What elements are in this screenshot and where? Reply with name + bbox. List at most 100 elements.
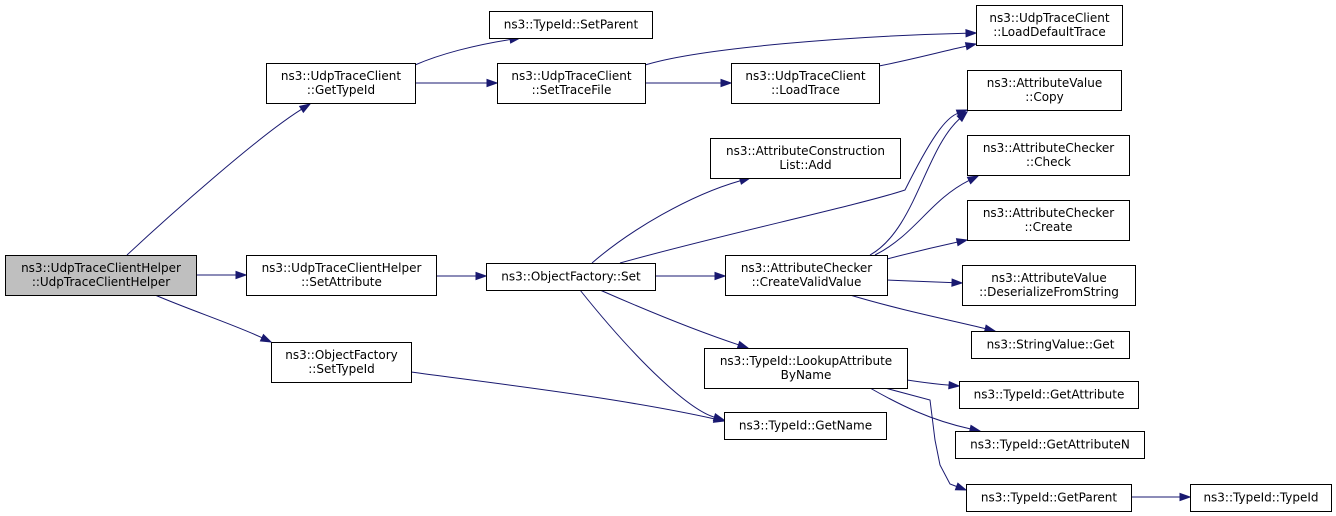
edge-of_set-to-acl_add: [591, 176, 752, 264]
edge-root-to-utch_setattr: [195, 270, 248, 280]
node-label: ns3::UdpTraceClient: [511, 69, 631, 83]
edge-line: [886, 241, 958, 260]
arrowhead-icon: [951, 278, 964, 287]
edge-of_set-to-av_copy: [619, 109, 969, 264]
edge-line: [906, 379, 950, 386]
arrowhead-icon: [736, 340, 750, 349]
node-label: ::CreateValidValue: [752, 275, 862, 289]
node-label: ::UdpTraceClientHelper: [32, 275, 170, 289]
node-label: ::Check: [1026, 155, 1071, 169]
arrowhead-icon: [235, 270, 248, 280]
edge-of_settypeid-to-tid_getname: [410, 371, 726, 423]
node-label: ::SetAttribute: [301, 275, 382, 289]
edge-tid_lookupattr-to-tid_getattr: [906, 379, 961, 390]
node-box: [725, 255, 888, 296]
edge-ac_createvalid-to-av_copy: [869, 110, 969, 256]
node-utc_loadtrace[interactable]: ns3::UdpTraceClient::LoadTrace: [731, 63, 880, 104]
node-tid_getname[interactable]: ns3::TypeId::GetName: [724, 412, 887, 440]
node-label: ::LoadDefaultTrace: [993, 25, 1106, 39]
node-of_settypeid[interactable]: ns3::ObjectFactory::SetTypeId: [271, 342, 412, 383]
node-tid_setparent[interactable]: ns3::TypeId::SetParent: [489, 11, 653, 39]
node-box: [1190, 484, 1332, 512]
edge-utc_gettypeid-to-utc_settracefile: [415, 78, 499, 88]
node-label: ns3::ObjectFactory: [285, 348, 398, 362]
node-box: [704, 348, 908, 389]
edge-line: [591, 180, 741, 264]
node-label: ns3::UdpTraceClientHelper: [21, 261, 181, 275]
node-box: [266, 63, 416, 104]
nodes-layer: ns3::UdpTraceClientHelper::UdpTraceClien…: [5, 5, 1332, 512]
node-ac_createvalid[interactable]: ns3::AttributeChecker::CreateValidValue: [725, 255, 888, 296]
node-label: ns3::AttributeValue: [991, 271, 1107, 285]
edge-line: [579, 289, 715, 418]
edge-line: [869, 387, 971, 430]
node-of_set[interactable]: ns3::ObjectFactory::Set: [486, 263, 656, 291]
node-label: ::Create: [1025, 220, 1073, 234]
node-av_deserialize[interactable]: ns3::AttributeValue::DeserializeFromStri…: [962, 265, 1136, 306]
node-box: [489, 11, 653, 39]
node-box: [976, 5, 1123, 46]
node-tid_getattr[interactable]: ns3::TypeId::GetAttribute: [959, 381, 1139, 409]
node-ac_check[interactable]: ns3::AttributeChecker::Check: [967, 135, 1130, 176]
edge-ac_createvalid-to-ac_check: [874, 175, 980, 256]
node-tid_getattrn[interactable]: ns3::TypeId::GetAttributeN: [955, 431, 1145, 459]
node-label: ::SetTypeId: [308, 362, 375, 376]
arrowhead-icon: [955, 238, 969, 247]
edge-utc_gettypeid-to-tid_setparent: [414, 35, 522, 66]
arrowhead-icon: [956, 110, 969, 123]
edge-line: [599, 289, 739, 346]
edge-root-to-of_settypeid: [154, 294, 273, 343]
edge-ac_createvalid-to-ac_create: [886, 238, 969, 260]
node-box: [486, 263, 656, 291]
node-label: ns3::AttributeConstruction: [726, 144, 885, 158]
node-box: [971, 331, 1130, 359]
node-utc_settracefile[interactable]: ns3::UdpTraceClient::SetTraceFile: [497, 63, 646, 104]
node-ac_create[interactable]: ns3::AttributeChecker::Create: [967, 200, 1130, 241]
node-tid_getparent[interactable]: ns3::TypeId::GetParent: [966, 484, 1132, 512]
edge-utc_loadtrace-to-utc_loaddefaulttrace: [878, 42, 978, 67]
node-label: List::Add: [779, 158, 831, 172]
node-av_copy[interactable]: ns3::AttributeValue::Copy: [967, 70, 1122, 111]
arrowhead-icon: [720, 78, 733, 88]
edge-line: [869, 118, 960, 256]
node-utch_setattr[interactable]: ns3::UdpTraceClientHelper::SetAttribute: [246, 255, 437, 296]
node-box: [5, 255, 197, 296]
edge-line: [878, 45, 967, 67]
arrowhead-icon: [712, 414, 726, 423]
node-tid_typeid[interactable]: ns3::TypeId::TypeId: [1190, 484, 1332, 512]
edge-line: [126, 108, 302, 256]
node-utc_loaddefaulttrace[interactable]: ns3::UdpTraceClient::LoadDefaultTrace: [976, 5, 1123, 46]
edge-utc_settracefile-to-utc_loadtrace: [645, 78, 733, 88]
node-label: ns3::TypeId::TypeId: [1203, 491, 1318, 505]
edge-tid_getparent-to-tid_typeid: [1131, 492, 1192, 502]
edge-line: [849, 294, 986, 330]
node-label: ::LoadTrace: [771, 83, 840, 97]
node-box: [967, 200, 1130, 241]
node-box: [246, 255, 437, 296]
node-sv_get[interactable]: ns3::StringValue::Get: [971, 331, 1130, 359]
node-root: ns3::UdpTraceClientHelper::UdpTraceClien…: [5, 255, 197, 296]
edge-tid_lookupattr-to-tid_getparent: [884, 387, 968, 491]
node-label: ByName: [781, 368, 832, 382]
edge-line: [414, 39, 511, 66]
edge-line: [619, 112, 958, 264]
node-box: [731, 63, 880, 104]
edge-of_set-to-ac_createvalid: [655, 271, 727, 281]
arrowhead-icon: [259, 333, 273, 343]
node-box: [962, 265, 1136, 306]
node-label: ns3::StringValue::Get: [987, 338, 1115, 352]
arrowhead-icon: [486, 78, 499, 88]
edge-line: [874, 180, 970, 256]
node-label: ::SetTraceFile: [532, 83, 612, 97]
edge-line: [644, 32, 967, 66]
node-label: ns3::AttributeChecker: [983, 206, 1114, 220]
node-label: ns3::UdpTraceClient: [745, 69, 865, 83]
edge-utch_setattr-to-of_set: [436, 271, 488, 281]
node-label: ::DeserializeFromString: [979, 285, 1119, 299]
node-utc_gettypeid[interactable]: ns3::UdpTraceClient::GetTypeId: [266, 63, 416, 104]
node-label: ns3::ObjectFactory::Set: [501, 270, 641, 284]
node-label: ns3::UdpTraceClientHelper: [262, 261, 422, 275]
